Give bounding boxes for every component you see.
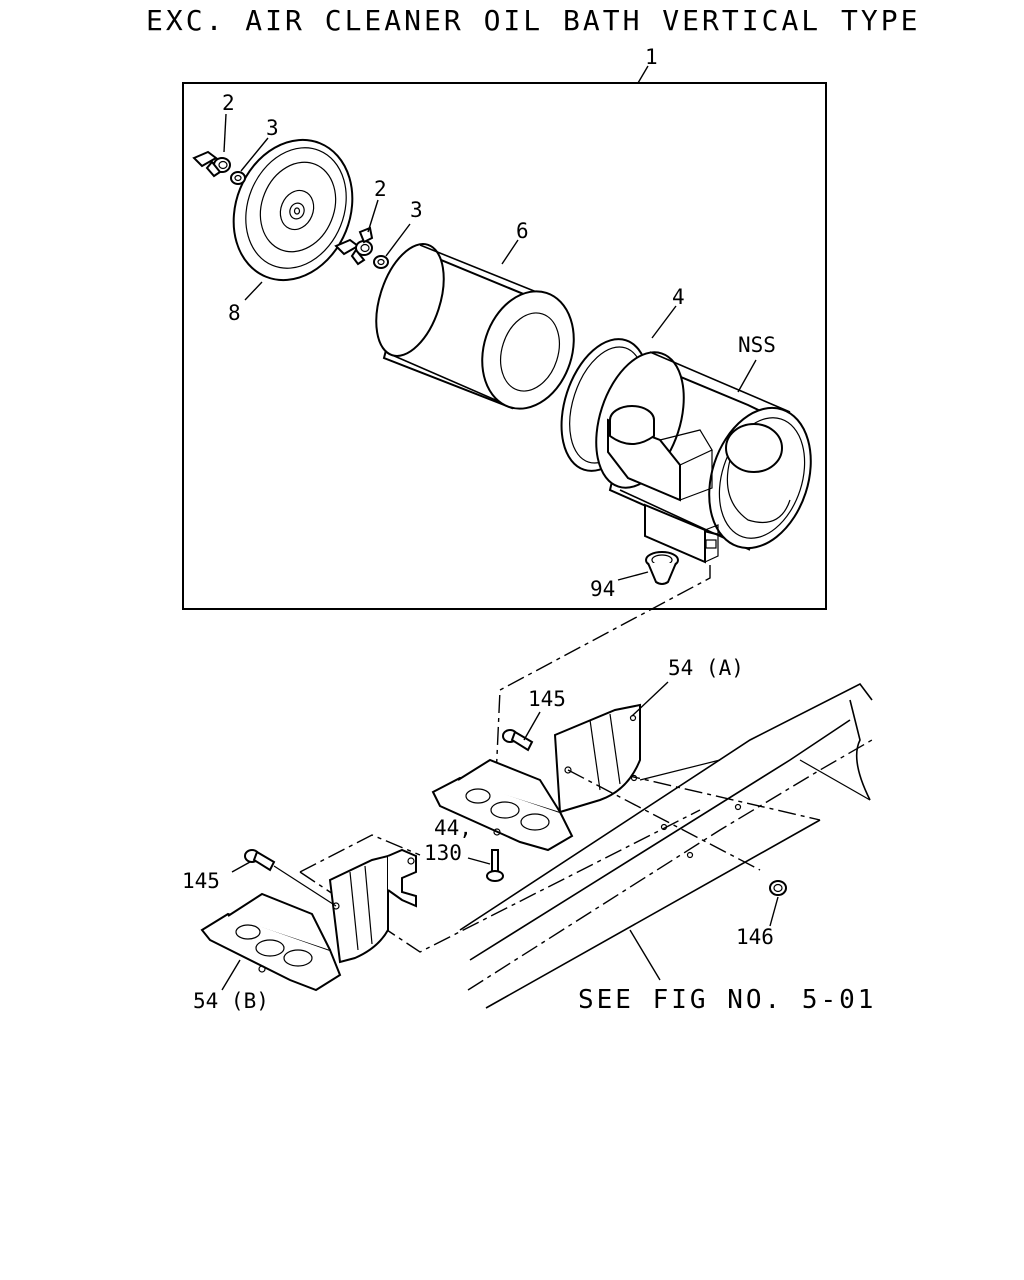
frame-rail-part bbox=[459, 682, 873, 1009]
bolt-130-icon bbox=[486, 849, 504, 882]
washer-right-icon bbox=[373, 255, 389, 269]
callout-nss[interactable]: NSS bbox=[738, 333, 776, 357]
leader-54a bbox=[631, 681, 669, 717]
leader-3-left bbox=[240, 137, 269, 172]
callout-8[interactable]: 8 bbox=[228, 301, 241, 325]
leader-145-lower bbox=[231, 861, 251, 873]
diagram-title: EXC. AIR CLEANER OIL BATH VERTICAL TYPE bbox=[146, 4, 920, 37]
callout-94[interactable]: 94 bbox=[590, 577, 615, 601]
callout-1[interactable]: 1 bbox=[645, 45, 658, 69]
air-cleaner-body-part bbox=[595, 351, 812, 564]
callout-4[interactable]: 4 bbox=[672, 285, 685, 309]
callout-130[interactable]: 130 bbox=[424, 841, 462, 865]
callout-3-left[interactable]: 3 bbox=[266, 116, 279, 140]
callout-2-left[interactable]: 2 bbox=[222, 91, 235, 115]
drain-cup-icon bbox=[645, 551, 679, 585]
connection-line bbox=[494, 565, 711, 801]
wing-nut-right-icon bbox=[334, 226, 374, 266]
leader-4 bbox=[651, 305, 677, 339]
assembly-frame bbox=[182, 82, 827, 610]
bolt-lower-icon bbox=[244, 849, 276, 872]
callout-145-lower[interactable]: 145 bbox=[182, 869, 220, 893]
reference-note[interactable]: SEE FIG NO. 5-01 bbox=[578, 985, 876, 1015]
callout-54b[interactable]: 54 (B) bbox=[193, 989, 269, 1013]
nut-icon bbox=[769, 880, 787, 896]
leader-2-right bbox=[367, 199, 379, 233]
wing-nut-left-icon bbox=[192, 150, 231, 178]
bracket-b-part bbox=[200, 809, 701, 992]
callout-146[interactable]: 146 bbox=[736, 925, 774, 949]
callout-145-upper[interactable]: 145 bbox=[528, 687, 566, 711]
bolt-upper-icon bbox=[502, 729, 534, 752]
callout-2-right[interactable]: 2 bbox=[374, 177, 387, 201]
bolt-lower-axis bbox=[273, 865, 337, 907]
callout-6[interactable]: 6 bbox=[516, 219, 529, 243]
leader-8 bbox=[244, 281, 263, 301]
filter-element-part bbox=[375, 243, 575, 410]
bracket-a-part bbox=[431, 703, 761, 871]
leader-6 bbox=[501, 239, 519, 265]
leader-130 bbox=[467, 857, 491, 865]
leader-reference bbox=[629, 929, 661, 981]
leader-3-right bbox=[385, 223, 411, 257]
cover-part bbox=[232, 138, 354, 282]
leader-1 bbox=[637, 65, 649, 84]
callout-3-right[interactable]: 3 bbox=[410, 198, 423, 222]
leader-94 bbox=[617, 571, 649, 581]
leader-2-left bbox=[223, 113, 227, 153]
washer-left-icon bbox=[230, 171, 246, 185]
callout-44[interactable]: 44, bbox=[434, 816, 472, 840]
leader-145-upper bbox=[523, 711, 541, 741]
leader-146 bbox=[769, 896, 779, 927]
leader-nss bbox=[737, 359, 757, 393]
leader-54b bbox=[221, 959, 241, 991]
callout-54a[interactable]: 54 (A) bbox=[668, 656, 744, 680]
